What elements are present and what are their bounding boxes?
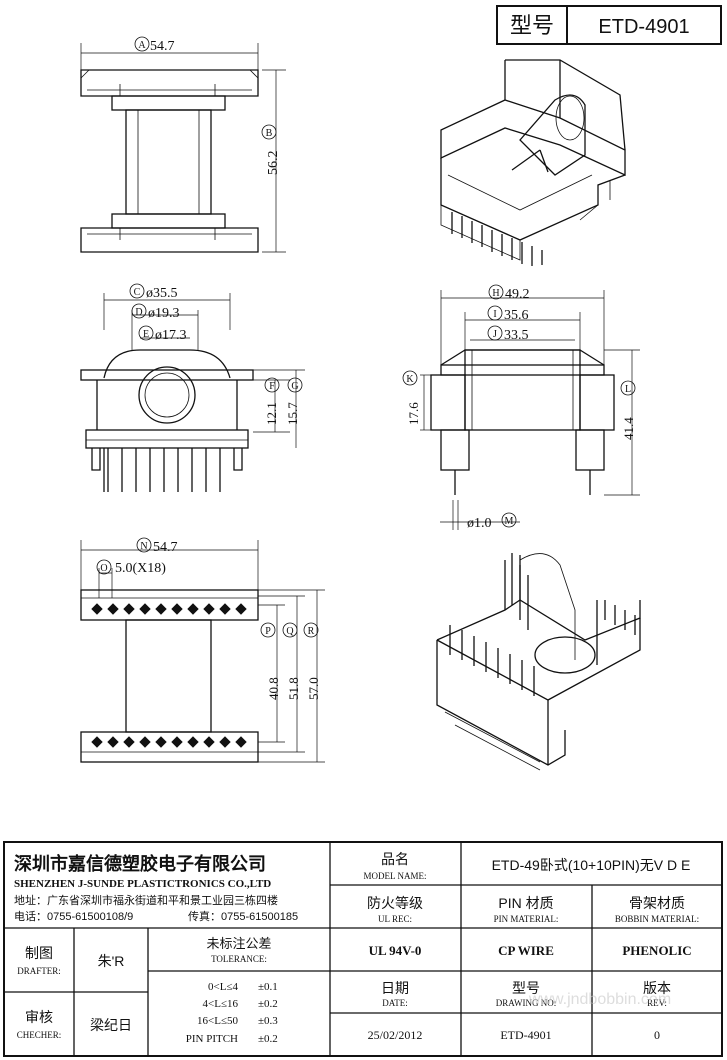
dim-e: ø17.3: [155, 328, 187, 343]
company-address: 地址：广东省深圳市福永街道和平和景工业园三栋四楼: [14, 893, 278, 907]
date-label-cn: 日期: [381, 980, 409, 996]
dim-r: 57.0: [306, 677, 321, 700]
dim-c: ø35.5: [146, 286, 178, 301]
type-label: 型号: [510, 13, 554, 38]
date-value: 25/02/2012: [368, 1028, 423, 1042]
dim-a: 54.7: [150, 39, 175, 54]
tolerance-range: 4<L≤16: [203, 998, 239, 1010]
svg-text:P: P: [265, 626, 271, 637]
svg-text:N: N: [140, 541, 147, 552]
rev-label-cn: 版本: [643, 980, 671, 996]
dim-h: 49.2: [505, 287, 530, 302]
svg-text:F: F: [269, 381, 275, 392]
svg-text:B: B: [266, 128, 273, 139]
pin-label-cn: PIN 材质: [498, 895, 553, 911]
tolerance-value: ±0.1: [258, 981, 278, 993]
date-label-en: DATE:: [382, 998, 408, 1008]
svg-text:L: L: [625, 384, 631, 395]
rev-value: 0: [654, 1028, 660, 1042]
tolerance-range: 16<L≤50: [197, 1015, 238, 1027]
checker-label-cn: 审核: [25, 1009, 53, 1025]
company-fax: 传真：0755-61500185: [188, 909, 298, 923]
top-pin-row: [91, 603, 247, 615]
dim-i: 35.6: [504, 308, 529, 323]
side-view: H 49.2 I 35.6 J 33.5 K 17.6 L 41.4: [402, 284, 640, 531]
tolerance-value: ±0.2: [258, 1033, 278, 1045]
rev-label-en: REV:: [647, 998, 667, 1008]
drawing-label-en: DRAWING NO:: [496, 998, 557, 1008]
dim-g: 15.7: [285, 402, 300, 425]
type-value: ETD-4901: [598, 16, 689, 38]
ul-label-en: UL REC:: [378, 914, 412, 924]
tolerance-range: PIN PITCH: [186, 1033, 238, 1045]
bobbin-label-cn: 骨架材质: [629, 895, 685, 911]
dim-q: 51.8: [286, 677, 301, 700]
svg-text:M: M: [505, 516, 514, 527]
dim-f: 12.1: [264, 402, 279, 425]
front-pins: [103, 448, 221, 492]
tolerance-value: ±0.2: [258, 998, 278, 1010]
svg-text:H: H: [492, 288, 499, 299]
svg-text:E: E: [143, 329, 149, 340]
dim-d: ø19.3: [148, 306, 180, 321]
company-name-cn: 深圳市嘉信德塑胶电子有限公司: [14, 853, 266, 874]
pin-label-en: PIN MATERIAL:: [494, 914, 559, 924]
type-header: 型号 ETD-4901: [496, 5, 722, 45]
tolerance-table: 0<L≤4 ±0.1 4<L≤16 ±0.2 16<L≤50 ±0.3 PIN …: [186, 981, 279, 1045]
checker-label-en: CHECHER:: [17, 1030, 62, 1040]
drafter-label-en: DRAFTER:: [17, 966, 61, 976]
dim-l: 41.4: [621, 417, 636, 440]
dim-n: 54.7: [153, 540, 178, 555]
tolerance-range: 0<L≤4: [208, 981, 238, 993]
drawing-label-cn: 型号: [512, 980, 540, 996]
dim-b: 56.2: [266, 151, 281, 176]
model-value: ETD-49卧式(10+10PIN)无V D E: [492, 857, 691, 873]
svg-text:G: G: [291, 381, 298, 392]
checker-value: 梁纪日: [90, 1017, 132, 1033]
svg-text:O: O: [100, 563, 107, 574]
label-a-circle: [134, 36, 150, 52]
front-view: C ø35.5 D ø19.3 E ø17.3 F G 12.1 15.7: [80, 283, 305, 492]
tolerance-value: ±0.3: [258, 1015, 278, 1027]
drawing-value: ETD-4901: [500, 1028, 551, 1042]
bottom-view: N 54.7 O 5.0(X18) P Q R 40.8: [80, 537, 325, 763]
core-hole: [138, 366, 196, 424]
iso-view-top: [440, 59, 626, 266]
dim-m: ø1.0: [467, 516, 492, 531]
bottom-pin-row: [91, 736, 247, 748]
pin-value: CP WIRE: [498, 943, 554, 958]
tolerance-label-en: TOLERANCE:: [211, 954, 267, 964]
svg-text:K: K: [406, 374, 414, 385]
tolerance-label-cn: 未标注公差: [206, 936, 271, 951]
dim-o: 5.0(X18): [115, 561, 166, 576]
iso-view-bottom: [436, 553, 641, 771]
svg-text:J: J: [493, 329, 497, 340]
watermark: www.jndbobbin.com: [528, 991, 671, 1008]
model-label-en: MODEL NAME:: [364, 871, 427, 881]
bobbin-label-en: BOBBIN MATERIAL:: [615, 914, 699, 924]
svg-text:C: C: [134, 287, 141, 298]
svg-text:Q: Q: [286, 626, 294, 637]
dim-j: 33.5: [504, 328, 529, 343]
drafter-value: 朱'R: [98, 953, 125, 969]
dim-k: 17.6: [406, 402, 421, 425]
svg-text:D: D: [135, 307, 142, 318]
bobbin-value: PHENOLIC: [622, 943, 691, 958]
dim-p: 40.8: [266, 677, 281, 700]
ul-value: UL 94V-0: [369, 943, 422, 958]
company-name-en: SHENZHEN J-SUNDE PLASTICTRONICS CO.,LTD: [14, 878, 271, 890]
company-phone: 电话：0755-61500108/9: [14, 910, 133, 923]
svg-text:A: A: [138, 40, 146, 51]
ul-label-cn: 防火等级: [367, 895, 423, 911]
title-block: [3, 841, 723, 1057]
drafter-label-cn: 制图: [25, 945, 53, 961]
svg-text:I: I: [493, 309, 496, 320]
top-view: A 54.7 B 56.2: [80, 36, 286, 253]
model-label-cn: 品名: [381, 851, 409, 867]
svg-text:R: R: [308, 626, 315, 637]
